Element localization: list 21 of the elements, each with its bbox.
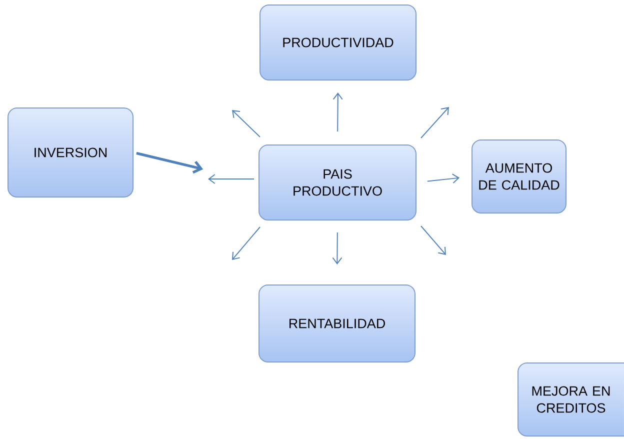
arrow: [420, 226, 446, 255]
process-box: [472, 140, 566, 214]
box-label: PAIS PRODUCTIVO: [294, 169, 382, 196]
arrow: [426, 174, 460, 184]
arrow: [136, 152, 204, 174]
arrow: [420, 107, 449, 138]
process-box: [8, 108, 134, 198]
process-box: [258, 284, 416, 362]
box-label: RENTABILIDAD: [289, 318, 385, 328]
box-label: PRODUCTIVIDAD: [283, 38, 394, 48]
arrow: [332, 232, 342, 264]
box-label: MEJORA EN CREDITOS: [532, 386, 610, 413]
process-box: [260, 4, 416, 80]
box-label: AUMENTO DE CALIDAD: [479, 163, 560, 190]
arrow: [232, 226, 260, 260]
process-box: [518, 362, 624, 436]
process-box: [258, 144, 416, 220]
box-label: INVERSION: [34, 148, 107, 158]
arrow: [208, 174, 254, 184]
arrow: [232, 110, 260, 138]
arrow: [332, 92, 343, 132]
